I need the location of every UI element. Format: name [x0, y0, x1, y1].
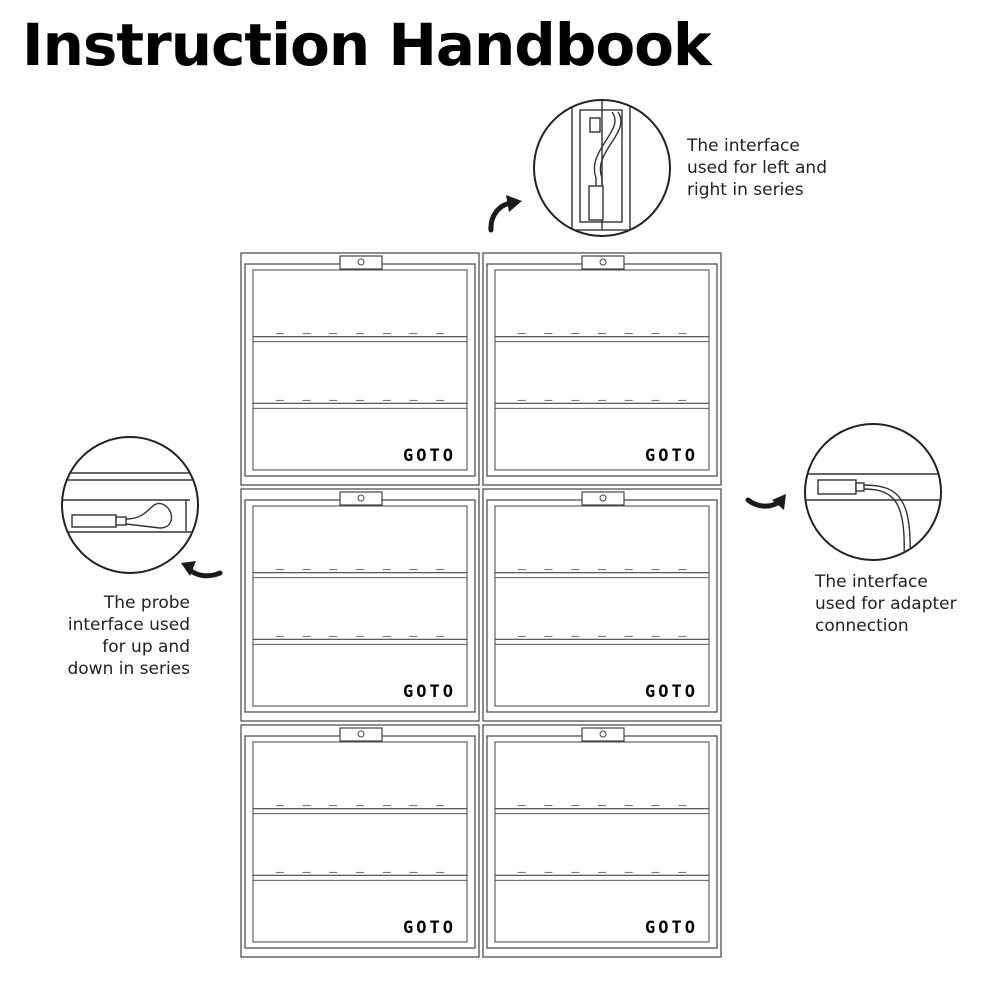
callout-line: The interface	[815, 572, 928, 592]
probe-cable-detail-icon	[61, 436, 199, 574]
callout-line: used for adapter	[815, 594, 957, 614]
case-door-frame	[244, 263, 476, 477]
case-outer-frame	[240, 724, 480, 958]
case-brand-label: GOTO	[645, 682, 698, 702]
case-latch	[339, 255, 383, 270]
case-latch	[339, 491, 383, 506]
case-latch	[339, 727, 383, 742]
latch-screw-icon	[599, 730, 607, 738]
latch-screw-icon	[599, 494, 607, 502]
display-case: GOTO	[482, 488, 722, 722]
case-outer-frame	[240, 488, 480, 722]
case-inner-frame	[252, 269, 468, 471]
case-brand-label: GOTO	[403, 446, 456, 466]
case-latch	[581, 255, 625, 270]
callout-line: connection	[815, 616, 909, 636]
display-case: GOTO	[240, 488, 480, 722]
case-latch	[581, 491, 625, 506]
case-door-frame	[486, 499, 718, 713]
display-case: GOTO	[240, 724, 480, 958]
case-inner-frame	[494, 741, 710, 943]
case-brand-label: GOTO	[403, 682, 456, 702]
case-door-frame	[244, 735, 476, 949]
arrow-to-top-callout-icon	[488, 195, 522, 233]
case-outer-frame	[482, 252, 722, 486]
case-brand-label: GOTO	[403, 918, 456, 938]
display-case: GOTO	[482, 724, 722, 958]
callout-probe-label: The probe interface used for up and down…	[40, 592, 190, 680]
case-inner-frame	[252, 505, 468, 707]
adapter-cable-detail-icon	[804, 423, 942, 561]
callout-adapter-label: The interface used for adapter connectio…	[815, 571, 957, 637]
case-brand-label: GOTO	[645, 446, 698, 466]
latch-screw-icon	[357, 258, 365, 266]
latch-screw-icon	[357, 494, 365, 502]
callout-line: The interface	[687, 136, 800, 156]
callout-line: The probe	[103, 593, 190, 613]
callout-line: interface used	[67, 615, 190, 635]
latch-screw-icon	[357, 730, 365, 738]
page-title: Instruction Handbook	[22, 11, 712, 79]
arrow-to-left-callout-icon	[181, 561, 223, 579]
display-case: GOTO	[482, 252, 722, 486]
callout-left-right-label: The interface used for left and right in…	[687, 135, 827, 201]
case-door-frame	[486, 263, 718, 477]
case-latch	[581, 727, 625, 742]
case-outer-frame	[482, 724, 722, 958]
case-inner-frame	[494, 269, 710, 471]
callout-line: right in series	[687, 180, 804, 200]
callout-line: used for left and	[687, 158, 827, 178]
display-case: GOTO	[240, 252, 480, 486]
callout-line: down in series	[67, 659, 190, 679]
case-door-frame	[486, 735, 718, 949]
latch-screw-icon	[599, 258, 607, 266]
case-outer-frame	[482, 488, 722, 722]
case-grid: GOTO GOTO GOTO GOTO GOTO GOTO	[240, 252, 722, 958]
case-door-frame	[244, 499, 476, 713]
case-brand-label: GOTO	[645, 918, 698, 938]
case-inner-frame	[494, 505, 710, 707]
case-inner-frame	[252, 741, 468, 943]
arrow-to-right-callout-icon	[745, 494, 786, 510]
callout-line: for up and	[102, 637, 190, 657]
case-outer-frame	[240, 252, 480, 486]
series-connector-detail-icon	[533, 99, 671, 237]
